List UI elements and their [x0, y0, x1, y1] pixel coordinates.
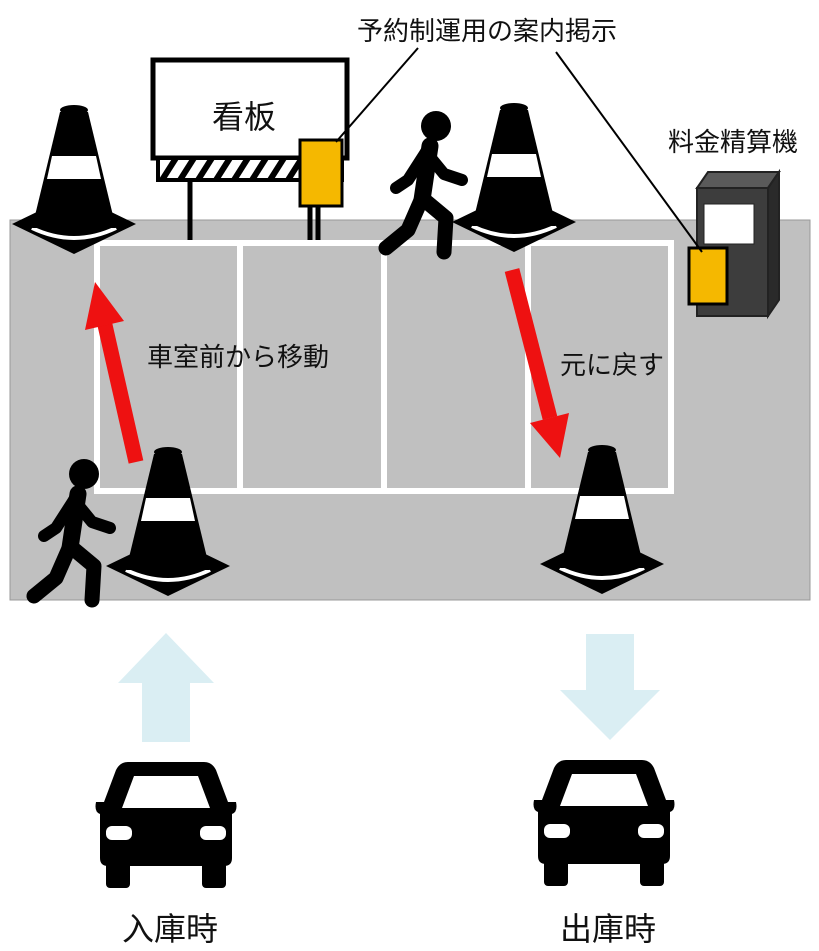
notice-board-label: 予約制運用の案内掲示	[357, 17, 618, 47]
notice-leader-line	[335, 47, 419, 143]
car-front-icon	[533, 760, 675, 886]
move-cone-arrow	[85, 282, 144, 464]
notice-leader-line	[555, 51, 703, 253]
down-arrow-icon	[560, 634, 660, 740]
up-arrow-icon	[118, 633, 214, 742]
payment-machine	[687, 168, 781, 320]
exit-label: 出庫時	[560, 910, 657, 948]
car-front-icon	[95, 762, 237, 888]
traffic-cone-icon	[450, 101, 578, 254]
traffic-cone-icon	[10, 103, 138, 256]
return-cone-arrow	[504, 268, 569, 458]
move-from-front-label: 車室前から移動	[147, 343, 330, 373]
put-back-label: 元に戻す	[560, 351, 665, 381]
signboard-label: 看板	[212, 98, 277, 136]
payment-machine-label: 料金精算機	[668, 128, 799, 158]
reservation-notice	[298, 138, 344, 240]
entry-label: 入庫時	[122, 910, 219, 948]
